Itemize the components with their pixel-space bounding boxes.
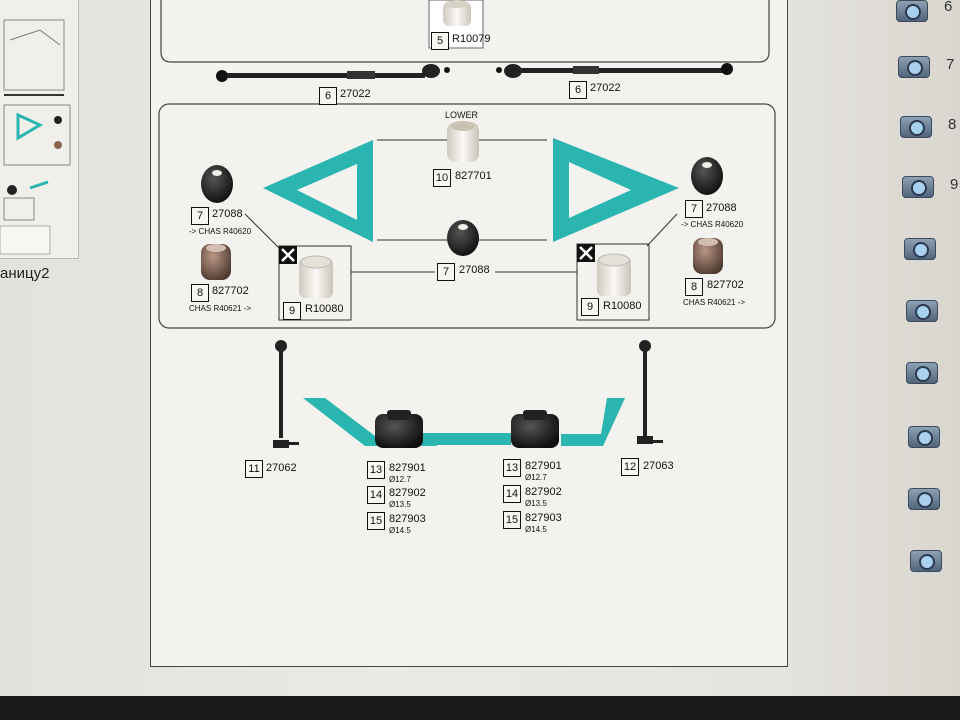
part-13-right-code: 827901 (525, 460, 562, 472)
middle-section-frame (158, 103, 776, 329)
part-9-right-code: R10080 (603, 300, 642, 312)
anti-roll-bar-left-end (303, 398, 437, 446)
part-13-right-number: 13 (503, 459, 521, 477)
part-7-center-code: 27088 (459, 264, 490, 276)
part-7-bushing-center (447, 220, 479, 256)
part-7-left-number: 7 (191, 207, 209, 225)
thumbnail-caption: аницу2 (0, 265, 50, 282)
part-13-left-diameter: Ø12.7 (389, 475, 411, 484)
photo-file-label: 8 (948, 116, 957, 133)
part-13-left-number: 13 (367, 461, 385, 479)
part-14-left-code: 827902 (389, 487, 426, 499)
part-9-frame-right (576, 243, 650, 321)
part-8-left-note: CHAS R40621 -> (189, 304, 252, 313)
part-10-bushing (447, 121, 479, 162)
part-8-bushing-left (201, 244, 231, 280)
part-6-left-code: 27022 (340, 88, 371, 100)
diagram-drawing (158, 0, 776, 448)
part-8-right-note: CHAS R40621 -> (683, 298, 746, 307)
part-13-mount-right (511, 410, 559, 448)
part-6-right-number: 6 (569, 81, 587, 99)
part-8-left-number: 8 (191, 284, 209, 302)
photo-file-icon[interactable] (908, 426, 940, 448)
part-8-left-code: 827702 (212, 285, 249, 297)
part-12-code: 27063 (643, 460, 674, 472)
part-14-right-number: 14 (503, 485, 521, 503)
part-14-left-diameter: Ø13.5 (389, 500, 411, 509)
part-11-drop-link (273, 340, 299, 448)
part-9-left-code: R10080 (305, 303, 344, 315)
anti-roll-bar-center (423, 433, 511, 445)
part-7-right-note: -> CHAS R40620 (681, 220, 744, 229)
part-15-right-code: 827903 (525, 512, 562, 524)
part-11-code: 27062 (266, 462, 297, 474)
page-thumbnail[interactable] (0, 0, 79, 259)
photo-file-label: 6 (944, 0, 953, 15)
photo-file-icon[interactable] (906, 362, 938, 384)
part-14-right-code: 827902 (525, 486, 562, 498)
part-8-right-number: 8 (685, 278, 703, 296)
part-6-driveshaft-right (496, 63, 733, 78)
photo-file-icon[interactable] (910, 550, 942, 572)
part-6-right-code: 27022 (590, 82, 621, 94)
part-13-left-code: 827901 (389, 462, 426, 474)
part-9-left-number: 9 (283, 302, 301, 320)
part-15-left-code: 827903 (389, 513, 426, 525)
monitor-bezel (0, 696, 960, 720)
part-7-left-note: -> CHAS R40620 (189, 227, 252, 236)
photo-file-label: 9 (950, 176, 959, 193)
diagram-page: 5 R10079 6 27022 6 27022 LOWER 10 827701… (150, 0, 788, 667)
part-14-left-number: 14 (367, 486, 385, 504)
photo-file-icon[interactable] (906, 300, 938, 322)
part-12-number: 12 (621, 458, 639, 476)
part-7-left-code: 27088 (212, 208, 243, 220)
photo-file-icon[interactable] (902, 176, 934, 198)
part-15-left-diameter: Ø14.5 (389, 526, 411, 535)
photo-file-icon[interactable] (908, 488, 940, 510)
left-wishbone-arm (263, 140, 373, 242)
part-5-bushing (443, 0, 471, 26)
part-7-bushing-left (201, 165, 233, 203)
tool-wrench-icon-left (279, 246, 297, 264)
anti-roll-bar-right-end (561, 398, 625, 446)
part-6-driveshaft-left (216, 64, 450, 82)
part-10-code: 827701 (455, 170, 492, 182)
photo-file-icon[interactable] (900, 116, 932, 138)
photo-file-icon[interactable] (904, 238, 936, 260)
part-8-bushing-right (693, 238, 723, 274)
part-7-right-number: 7 (685, 200, 703, 218)
part-9-right-number: 9 (581, 298, 599, 316)
part-10-title: LOWER (445, 110, 479, 120)
part-9-bushing-left (299, 255, 333, 298)
part-10-number: 10 (433, 169, 451, 187)
photo-file-icon[interactable] (898, 56, 930, 78)
part-6-left-number: 6 (319, 87, 337, 105)
part-12-drop-link (637, 340, 663, 444)
part-8-right-code: 827702 (707, 279, 744, 291)
part-7-right-code: 27088 (706, 202, 737, 214)
thumbnail-preview (0, 19, 71, 255)
photo-file-icon[interactable] (896, 0, 928, 22)
upper-section-frame (160, 0, 770, 63)
part-11-number: 11 (245, 460, 263, 478)
part-13-mount-left (375, 410, 423, 448)
part-5-number: 5 (431, 32, 449, 50)
part-7-bushing-right (691, 157, 723, 195)
part-7-center-number: 7 (437, 263, 455, 281)
screen: аницу2 (0, 0, 960, 696)
tool-wrench-icon-right (577, 244, 595, 262)
right-wishbone-arm (553, 138, 679, 242)
photo-file-label: 7 (946, 56, 955, 73)
part-14-right-diameter: Ø13.5 (525, 499, 547, 508)
part-9-bushing-right (597, 253, 631, 296)
part-5-code: R10079 (452, 33, 491, 45)
part-15-right-number: 15 (503, 511, 521, 529)
part-13-right-diameter: Ø12.7 (525, 473, 547, 482)
part-15-left-number: 15 (367, 512, 385, 530)
part-15-right-diameter: Ø14.5 (525, 525, 547, 534)
part-9-frame-left (278, 245, 352, 321)
